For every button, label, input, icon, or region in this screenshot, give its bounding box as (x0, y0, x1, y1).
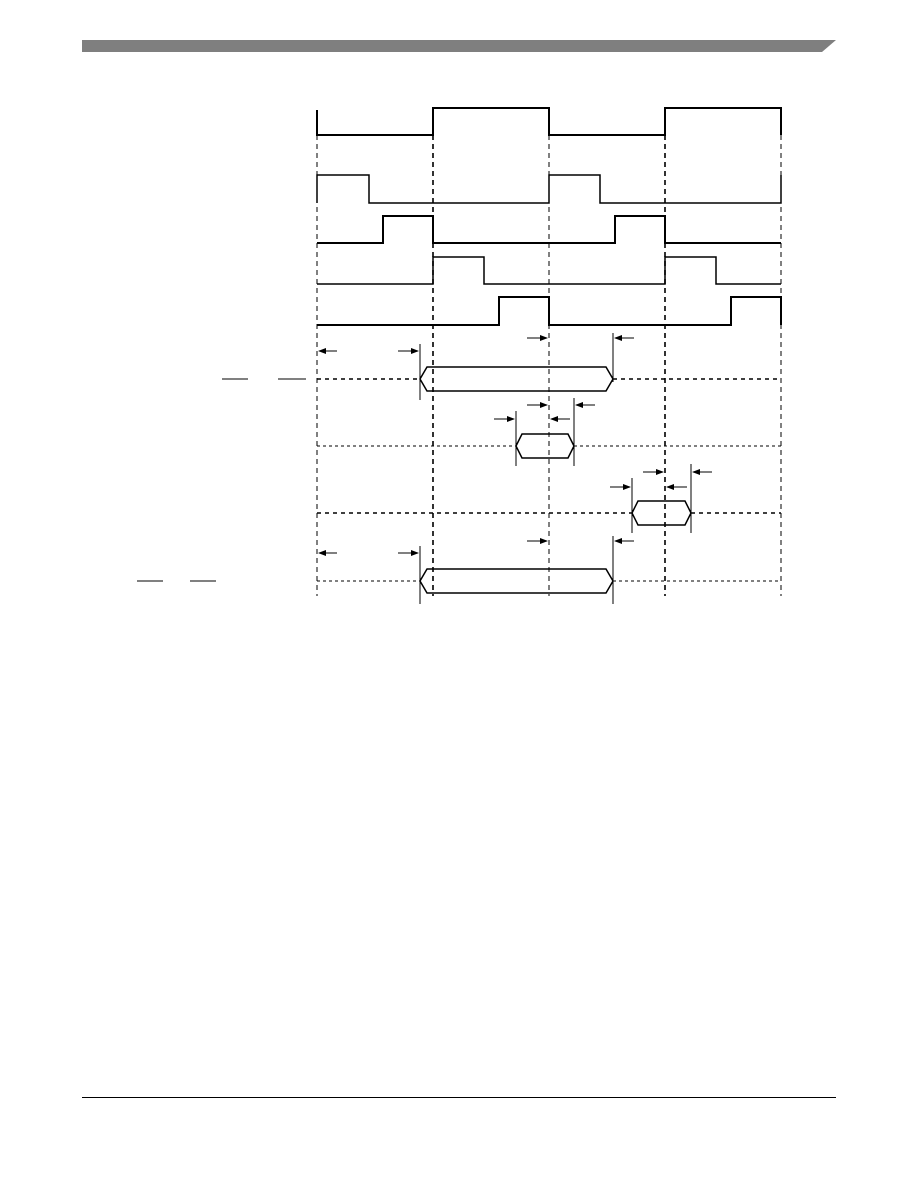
bus-4-valid-window (419, 568, 614, 594)
phase-a-waveform (316, 174, 782, 204)
bus-4 (137, 536, 781, 604)
phase-b-waveform (317, 215, 781, 244)
phase-guides (316, 135, 782, 596)
header-bar-shape (82, 40, 836, 52)
footer-rule (82, 1097, 836, 1098)
timing-diagram (137, 107, 782, 604)
waveforms (316, 107, 782, 326)
bus-1 (222, 333, 781, 400)
bus-2 (317, 398, 781, 466)
phase-d-waveform (317, 296, 782, 326)
bus-3-valid-window (631, 500, 692, 526)
header-bar (82, 40, 836, 52)
bus-2-valid-window (515, 433, 575, 459)
clock-waveform (316, 107, 782, 136)
phase-c-waveform (317, 256, 781, 285)
bus-1-valid-window (419, 366, 614, 392)
bus-3 (317, 464, 781, 533)
timing-arrows (318, 335, 712, 556)
